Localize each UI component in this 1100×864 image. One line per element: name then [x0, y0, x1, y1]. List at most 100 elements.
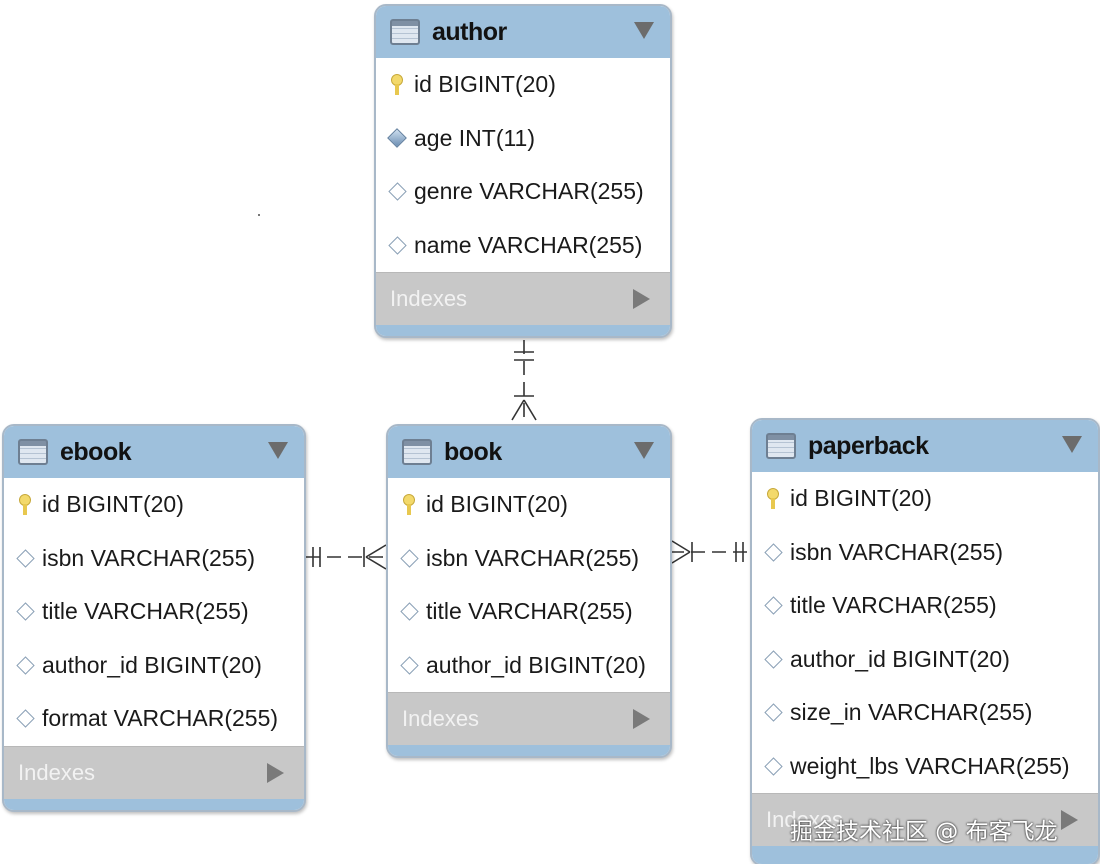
column-label: title VARCHAR(255) [42, 598, 249, 625]
watermark: 掘金技术社区 @ 布客飞龙 [790, 819, 1058, 845]
hollow-diamond-icon [386, 181, 408, 203]
column-row[interactable]: title VARCHAR(255) [388, 585, 670, 639]
table-footer [752, 846, 1098, 864]
hollow-diamond-icon [762, 702, 784, 724]
collapse-toggle-icon[interactable] [268, 442, 288, 459]
primary-key-icon [14, 493, 36, 516]
column-label: id BIGINT(20) [42, 491, 184, 518]
column-list: id BIGINT(20) isbn VARCHAR(255) title VARC… [4, 478, 304, 746]
relationship-paperback-book [670, 540, 750, 564]
indexes-section[interactable]: Indexes [376, 272, 670, 325]
table-paperback[interactable]: paperback id BIGINT(20) isbn VARCHAR(255)… [750, 418, 1100, 864]
column-row[interactable]: isbn VARCHAR(255) [388, 532, 670, 586]
indexes-section[interactable]: Indexes [752, 793, 1098, 846]
relationship-ebook-book [306, 544, 387, 570]
column-row[interactable]: format VARCHAR(255) [4, 692, 304, 746]
table-book[interactable]: book id BIGINT(20) isbn VARCHAR(255) title… [386, 424, 672, 758]
hollow-diamond-icon [762, 541, 784, 563]
column-list: id BIGINT(20) age INT(11) genre VARCHAR(25… [376, 58, 670, 272]
table-header[interactable]: paperback [752, 420, 1098, 472]
column-label: author_id BIGINT(20) [42, 651, 262, 678]
column-row[interactable]: author_id BIGINT(20) [752, 633, 1098, 687]
column-label: weight_lbs VARCHAR(255) [790, 752, 1070, 779]
primary-key-icon [386, 73, 408, 96]
column-row[interactable]: title VARCHAR(255) [4, 585, 304, 639]
column-row[interactable]: id BIGINT(20) [752, 472, 1098, 526]
table-icon [390, 19, 420, 45]
hollow-diamond-icon [14, 547, 36, 569]
column-row[interactable]: isbn VARCHAR(255) [4, 532, 304, 586]
column-label: author_id BIGINT(20) [426, 651, 646, 678]
table-author[interactable]: author id BIGINT(20) age INT(11) genre VAR… [374, 4, 672, 338]
table-header[interactable]: book [388, 426, 670, 478]
column-label: title VARCHAR(255) [790, 592, 997, 619]
column-row[interactable]: id BIGINT(20) [4, 478, 304, 532]
collapse-toggle-icon[interactable] [634, 442, 654, 459]
column-row[interactable]: id BIGINT(20) [376, 58, 670, 112]
collapse-toggle-icon[interactable] [1062, 436, 1082, 453]
column-row[interactable]: title VARCHAR(255) [752, 579, 1098, 633]
column-label: genre VARCHAR(255) [414, 178, 644, 205]
expand-arrow-icon[interactable] [633, 289, 650, 309]
column-label: id BIGINT(20) [790, 485, 932, 512]
column-label: format VARCHAR(255) [42, 705, 279, 732]
crowfoot-top [365, 544, 387, 558]
table-icon [402, 439, 432, 465]
table-footer [376, 325, 670, 336]
column-row[interactable]: age INT(11) [376, 112, 670, 166]
expand-arrow-icon[interactable] [267, 762, 284, 783]
column-row[interactable]: author_id BIGINT(20) [4, 639, 304, 693]
hollow-diamond-icon [386, 234, 408, 256]
column-label: isbn VARCHAR(255) [42, 544, 256, 571]
column-row[interactable]: isbn VARCHAR(255) [752, 526, 1098, 580]
column-row[interactable]: author_id BIGINT(20) [388, 639, 670, 693]
hollow-diamond-icon [14, 708, 36, 730]
column-label: size_in VARCHAR(255) [790, 699, 1033, 726]
column-row[interactable]: weight_lbs VARCHAR(255) [752, 740, 1098, 794]
hollow-diamond-icon [762, 648, 784, 670]
expand-arrow-icon[interactable] [633, 709, 650, 729]
table-ebook[interactable]: ebook id BIGINT(20) isbn VARCHAR(255) titl… [2, 424, 306, 812]
hollow-diamond-icon [762, 595, 784, 617]
crowfoot-bottom [671, 551, 691, 564]
primary-key-icon [398, 493, 420, 516]
column-label: isbn VARCHAR(255) [790, 538, 1004, 565]
crowfoot-left [511, 399, 525, 421]
filled-diamond-icon [386, 127, 408, 149]
relationship-author-book [511, 340, 537, 421]
column-label: age INT(11) [414, 124, 536, 151]
indexes-section[interactable]: Indexes [388, 692, 670, 745]
table-name: author [432, 17, 507, 46]
hollow-diamond-icon [398, 547, 420, 569]
hollow-diamond-icon [398, 601, 420, 623]
column-label: id BIGINT(20) [426, 491, 568, 518]
table-icon [766, 433, 796, 459]
stray-dot [258, 214, 260, 216]
table-header[interactable]: ebook [4, 426, 304, 478]
indexes-label: Indexes [18, 759, 96, 785]
column-label: name VARCHAR(255) [414, 231, 643, 258]
column-row[interactable]: id BIGINT(20) [388, 478, 670, 532]
column-label: isbn VARCHAR(255) [426, 544, 640, 571]
crowfoot-top [671, 540, 691, 553]
column-list: id BIGINT(20) isbn VARCHAR(255) title VARC… [388, 478, 670, 692]
column-row[interactable]: name VARCHAR(255) [376, 219, 670, 273]
table-header[interactable]: author [376, 6, 670, 58]
column-list: id BIGINT(20) isbn VARCHAR(255) title VARC… [752, 472, 1098, 793]
table-icon [18, 439, 48, 465]
table-name: paperback [808, 431, 929, 460]
expand-arrow-icon[interactable] [1061, 810, 1078, 830]
column-row[interactable]: genre VARCHAR(255) [376, 165, 670, 219]
table-name: ebook [60, 437, 132, 466]
crowfoot-bottom [365, 556, 387, 570]
column-label: id BIGINT(20) [414, 71, 556, 98]
column-label: author_id BIGINT(20) [790, 645, 1010, 672]
table-footer [4, 798, 304, 810]
collapse-toggle-icon[interactable] [634, 22, 654, 39]
hollow-diamond-icon [14, 601, 36, 623]
indexes-section[interactable]: Indexes [4, 745, 304, 799]
indexes-label: Indexes [390, 286, 468, 311]
indexes-label: Indexes [402, 706, 480, 731]
column-row[interactable]: size_in VARCHAR(255) [752, 686, 1098, 740]
